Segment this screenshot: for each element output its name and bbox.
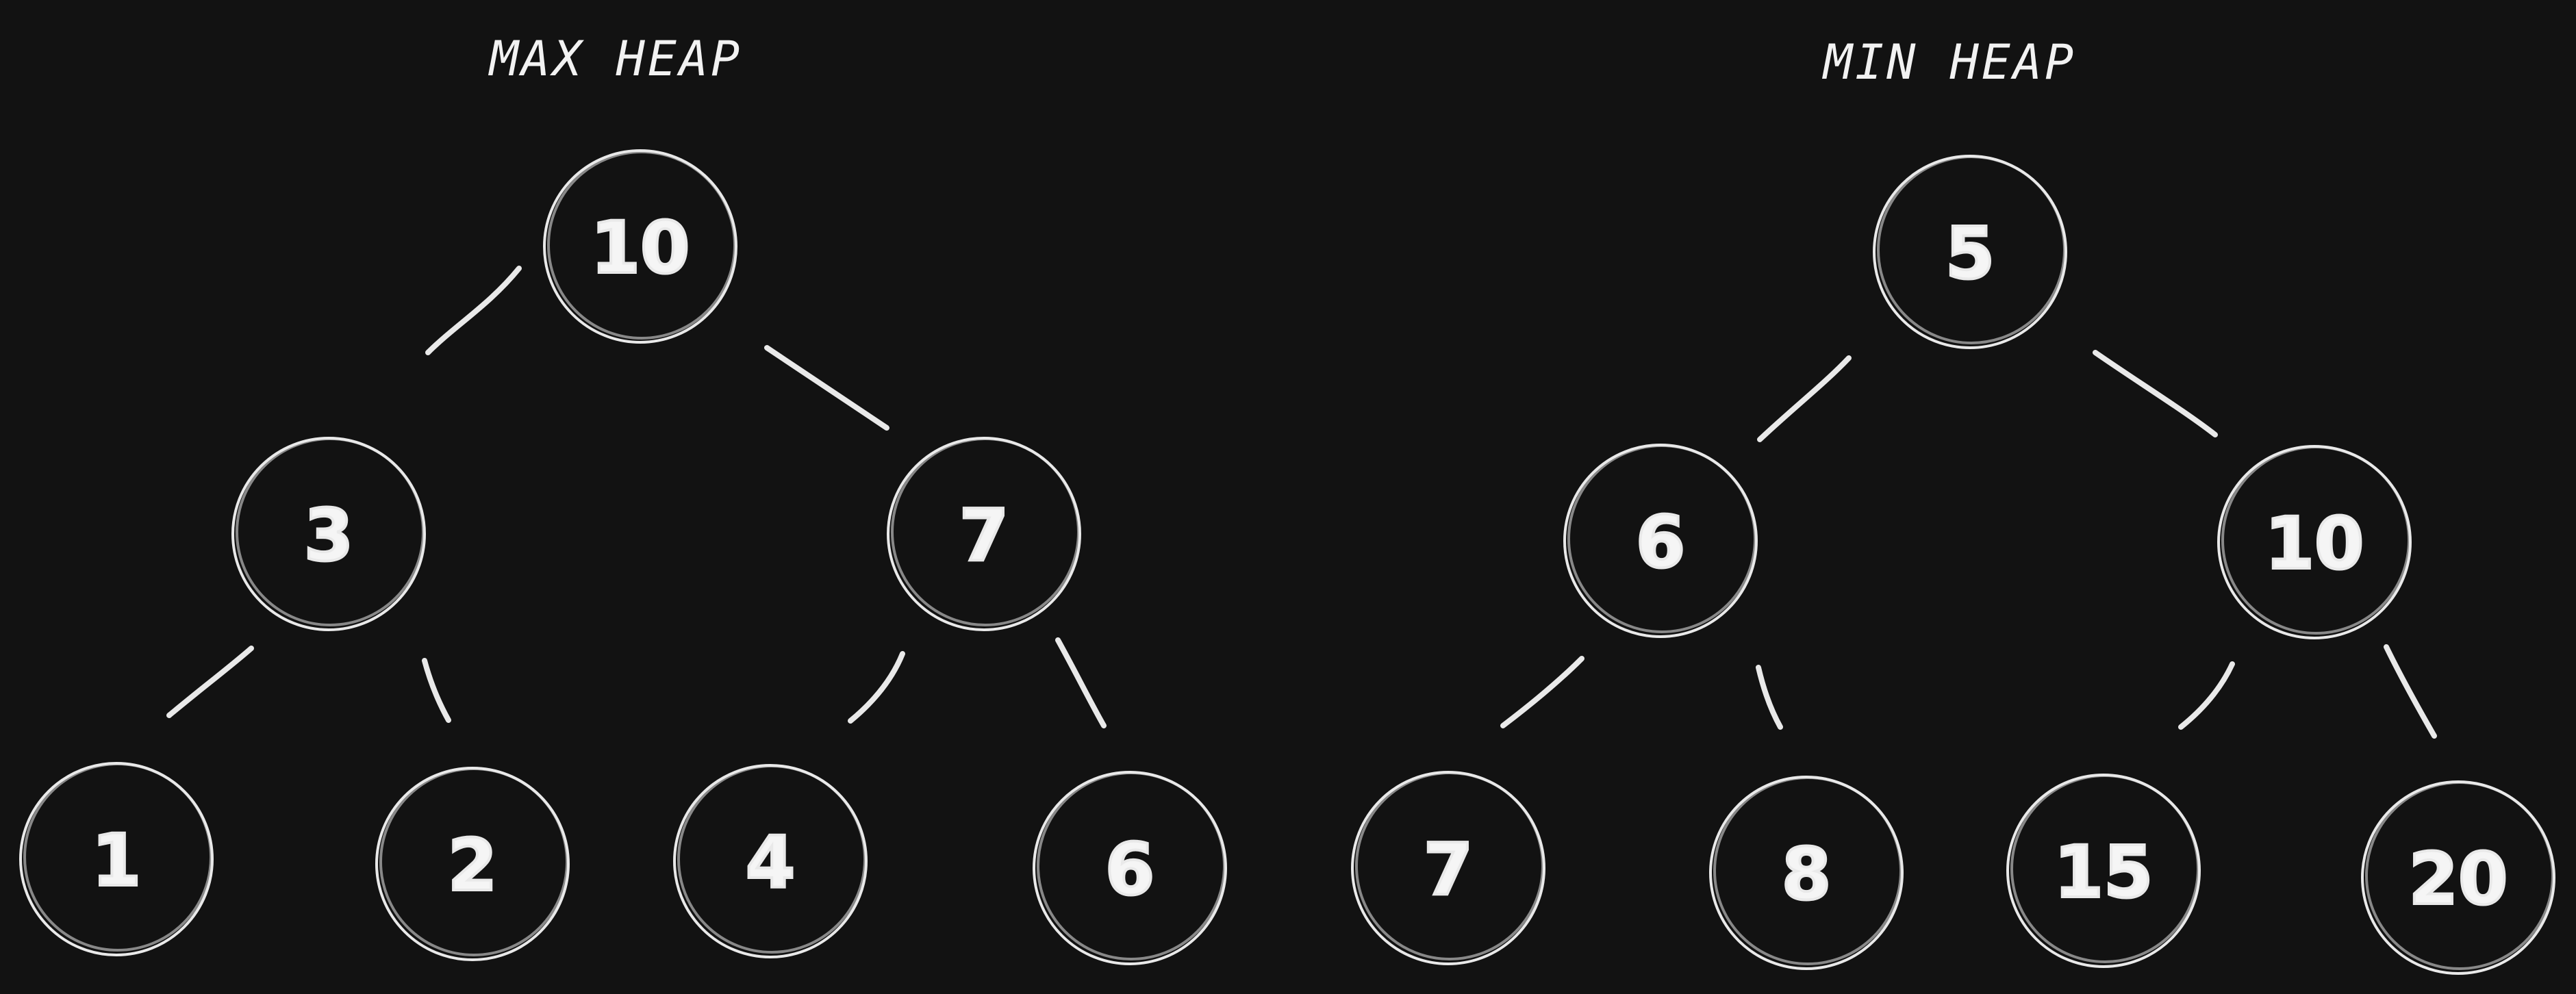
max-node-10-circle (543, 149, 737, 344)
edge-min-6-7 (1500, 656, 1584, 728)
max-node-6-circle-sketch (1037, 772, 1226, 960)
max-node-2-label: 2 (448, 824, 497, 907)
min-node-15: 15 (2006, 774, 2201, 968)
max-node-6: 6 (1033, 771, 1227, 965)
min-node-6: 6 (1563, 444, 1758, 638)
min-heap: MIN HEAP 5 6 (1351, 34, 2555, 975)
max-node-10: 10 (543, 149, 737, 344)
min-node-15-circle-sketch (2010, 774, 2199, 963)
max-node-4-circle-sketch (677, 765, 866, 954)
min-node-5: 5 (1873, 155, 2067, 349)
min-node-10: 10 (2217, 445, 2412, 639)
edge-max-10-7 (764, 345, 889, 431)
min-node-8-label: 8 (1782, 832, 1831, 916)
max-node-7-label: 7 (959, 494, 1009, 577)
max-node-7-circle-sketch (891, 437, 1080, 626)
max-node-3: 3 (231, 437, 426, 631)
max-node-6-label: 6 (1105, 828, 1154, 911)
max-node-1-circle-sketch (23, 763, 212, 952)
max-node-1: 1 (19, 762, 214, 956)
edge-min-10-15 (2178, 661, 2235, 730)
max-node-10-circle-sketch (547, 151, 736, 340)
min-node-7: 7 (1351, 771, 1545, 965)
min-node-20-circle-sketch (2365, 781, 2554, 970)
min-node-10-circle-sketch (2221, 446, 2410, 635)
max-heap-title: MAX HEAP (488, 31, 742, 87)
max-node-4: 4 (673, 764, 868, 958)
min-node-20-label: 20 (2409, 837, 2508, 921)
edge-min-5-6 (1757, 355, 1852, 442)
min-node-8: 8 (1709, 776, 1904, 970)
max-heap-edges (166, 266, 1107, 728)
edge-max-10-3 (425, 266, 522, 355)
max-node-2-circle-sketch (379, 767, 568, 956)
max-heap: MAX HEAP 10 3 (19, 31, 1227, 965)
edge-max-3-1 (166, 646, 254, 718)
min-node-5-circle-sketch (1877, 155, 2066, 344)
min-node-10-label: 10 (2265, 502, 2364, 585)
min-heap-edges (1500, 350, 2437, 739)
max-heap-nodes: 10 3 7 1 (19, 149, 1227, 965)
max-node-3-label: 3 (304, 494, 353, 577)
edge-min-5-10 (2093, 350, 2218, 437)
min-node-15-label: 15 (2054, 830, 2154, 914)
min-node-6-label: 6 (1636, 500, 1685, 584)
min-heap-title: MIN HEAP (1821, 34, 2076, 90)
min-node-7-circle-sketch (1355, 772, 1544, 960)
max-node-7: 7 (887, 437, 1081, 631)
edge-min-6-8 (1756, 665, 1783, 730)
edge-max-3-2 (422, 658, 451, 723)
min-node-20: 20 (2361, 780, 2555, 975)
max-node-3-circle-sketch (236, 437, 425, 626)
max-node-4-label: 4 (746, 821, 795, 904)
max-node-2: 2 (375, 767, 570, 961)
min-node-5-label: 5 (1945, 212, 1995, 295)
edge-max-7-4 (848, 651, 905, 724)
edge-min-10-20 (2384, 644, 2437, 739)
min-node-7-label: 7 (1424, 828, 1473, 911)
min-node-8-circle-sketch (1713, 776, 1902, 965)
min-heap-nodes: 5 6 10 7 (1351, 155, 2555, 975)
max-node-10-label: 10 (591, 206, 690, 290)
edge-max-7-6 (1055, 637, 1107, 728)
min-node-6-circle-sketch (1567, 444, 1756, 633)
max-node-1-label: 1 (92, 819, 141, 902)
